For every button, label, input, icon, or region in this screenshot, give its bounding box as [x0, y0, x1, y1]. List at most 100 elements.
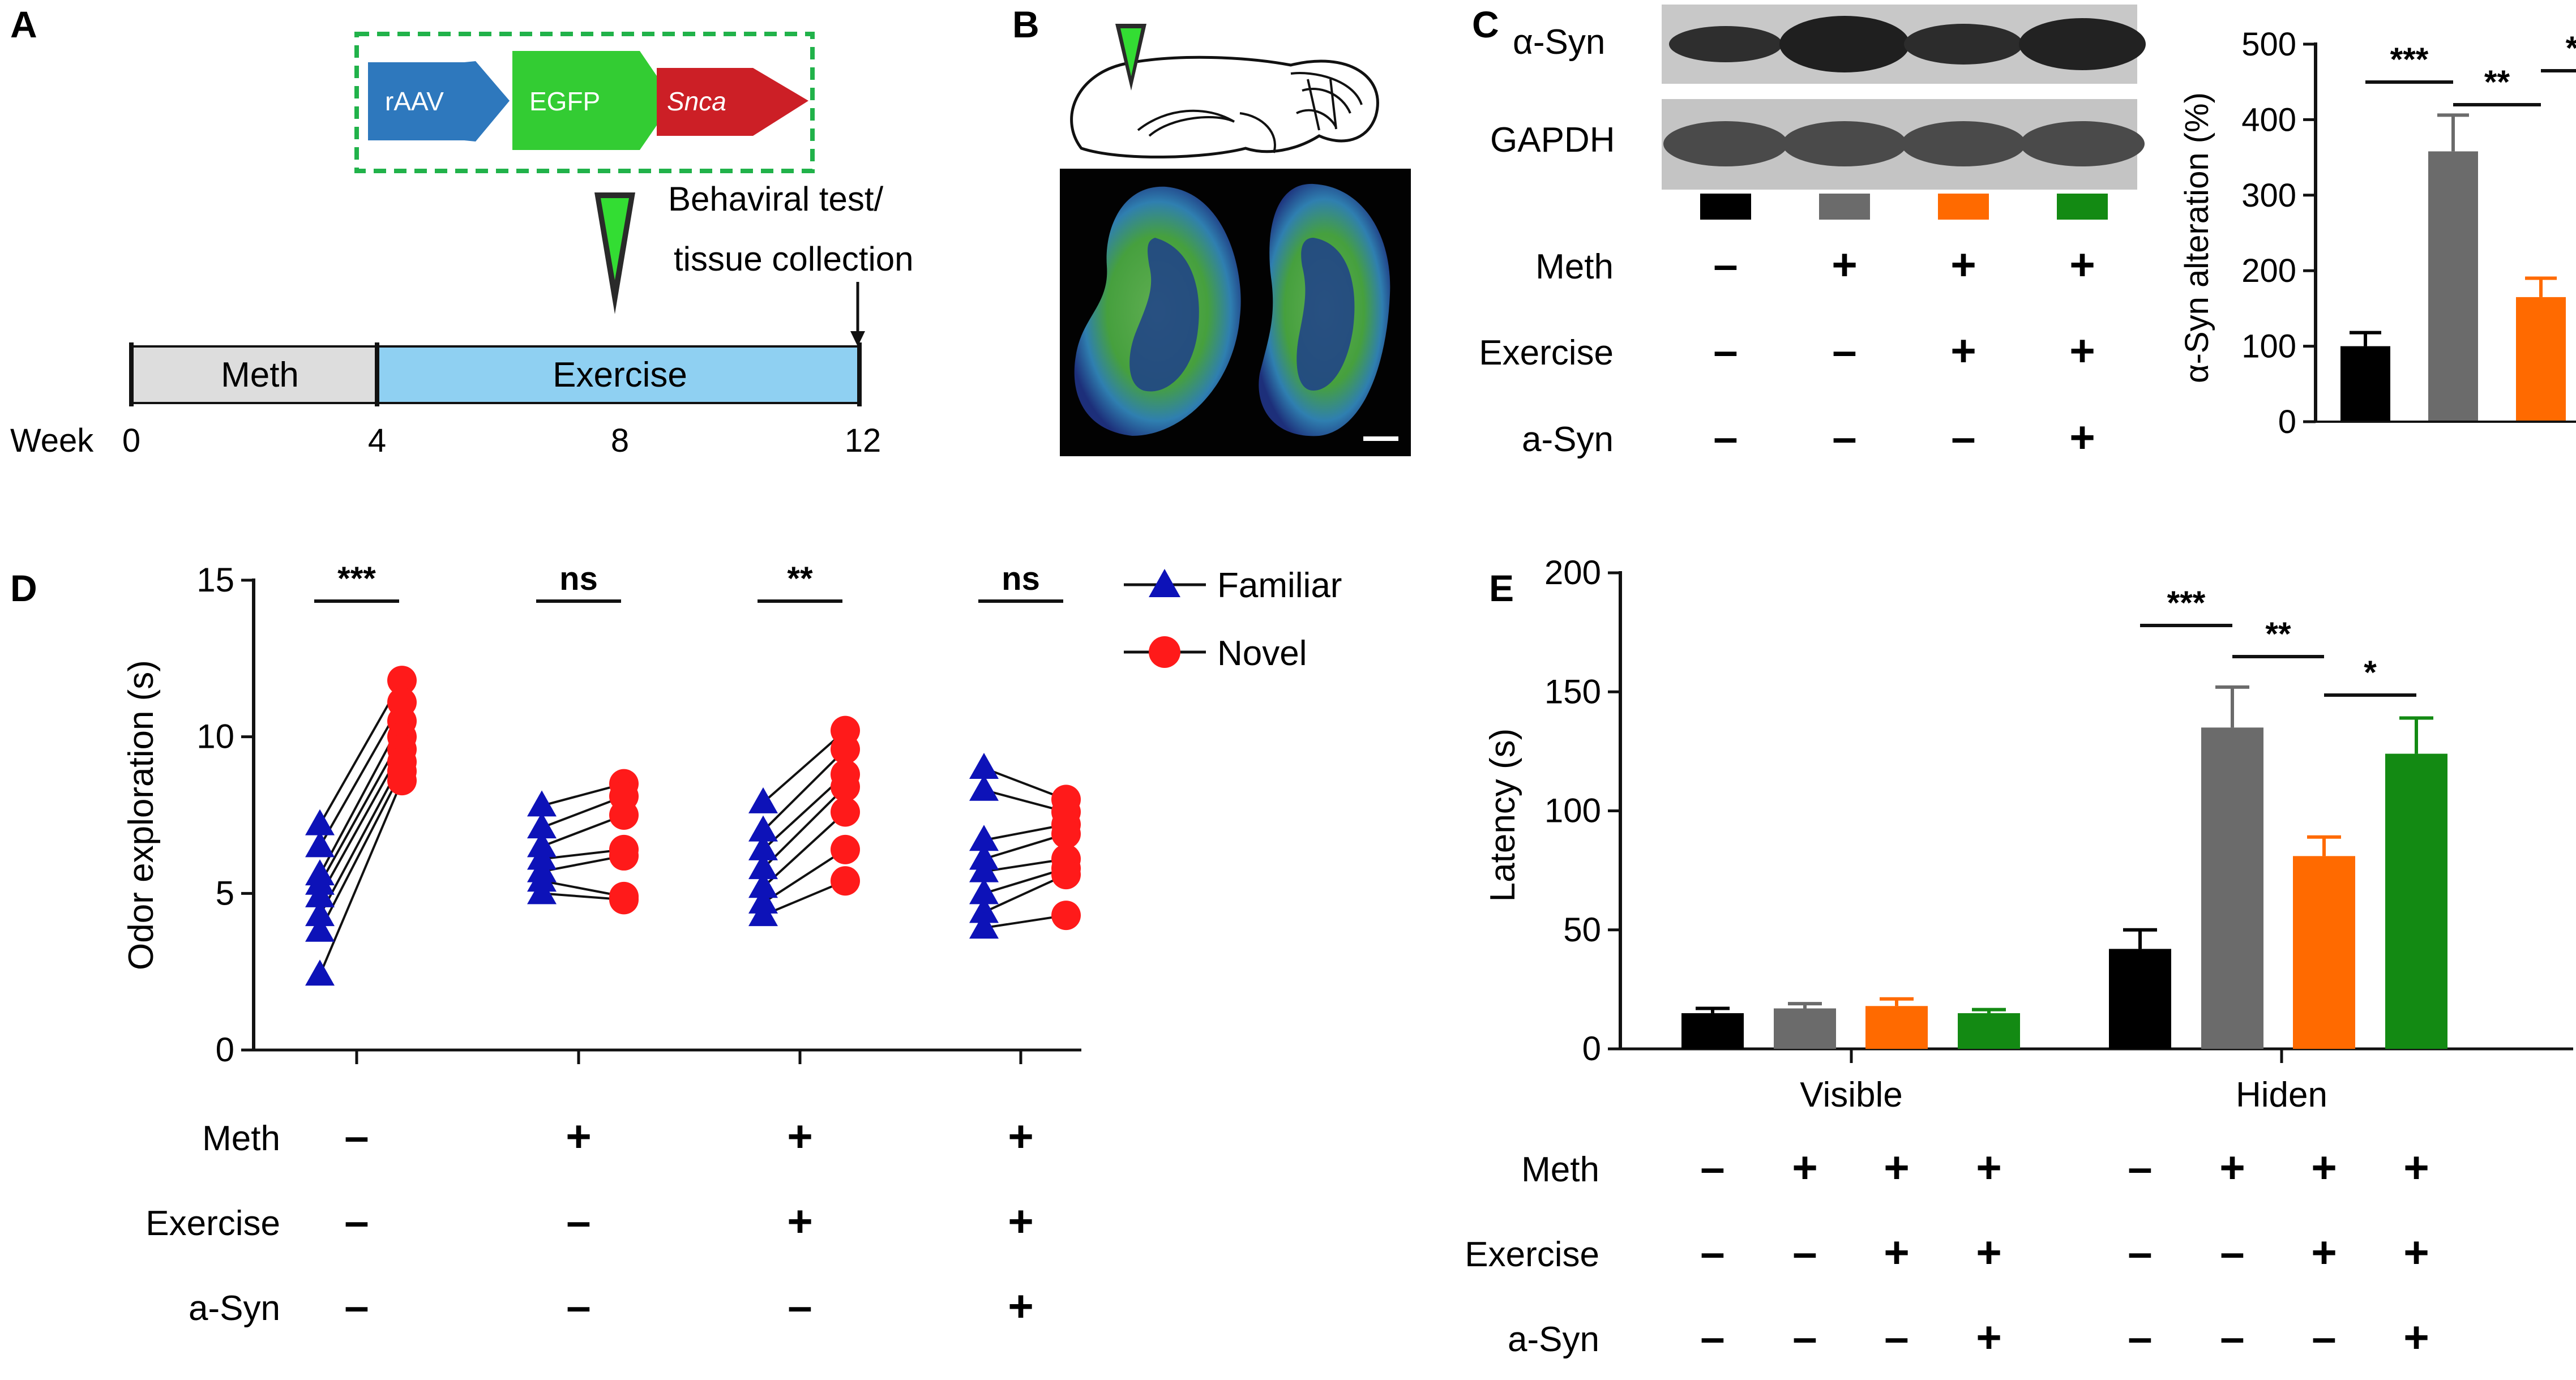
blot-band: [2019, 18, 2146, 70]
condition-table-c: Meth–+++Exercise––++a-Syn–––+: [1479, 239, 2095, 462]
familiar-point: [305, 831, 335, 858]
y-tick-label: 300: [2241, 177, 2296, 214]
y-tick-label: 10: [196, 718, 234, 756]
condition-sign: –: [1700, 1142, 1725, 1192]
bar: [1865, 1006, 1928, 1049]
novel-point: [831, 772, 860, 802]
y-tick-label: 5: [216, 874, 234, 912]
condition-sign: +: [2403, 1312, 2429, 1362]
legend-d: Familiar Novel: [1124, 566, 1342, 673]
condition-sign: +: [1950, 239, 1976, 289]
significance-label: ***: [2566, 30, 2576, 67]
condition-sign: –: [2220, 1312, 2244, 1362]
y-tick-label: 500: [2241, 26, 2296, 63]
legend-familiar: Familiar: [1217, 566, 1342, 605]
construct-label-raav: rAAV: [385, 87, 444, 116]
condition-label: Exercise: [146, 1204, 280, 1243]
familiar-point: [748, 900, 778, 927]
pair-line: [762, 848, 846, 904]
y-tick-label: 50: [1563, 911, 1601, 949]
familiar-point: [748, 872, 778, 898]
familiar-triangle-icon: [1149, 569, 1180, 597]
condition-label: Meth: [1521, 1150, 1599, 1189]
pair-line: [319, 770, 403, 932]
familiar-point: [305, 915, 335, 942]
pair-line: [762, 811, 846, 888]
timeline-label-exercise: Exercise: [553, 355, 687, 395]
condition-sign: +: [1950, 325, 1976, 375]
bar: [2293, 856, 2355, 1049]
panel-letter-e: E: [1489, 567, 1514, 609]
y-axis-label: Latency (s): [1483, 728, 1522, 902]
condition-sign: –: [2128, 1312, 2152, 1362]
bar: [1681, 1013, 1744, 1049]
condition-sign: +: [2311, 1227, 2337, 1277]
y-axis-label: Odor exploration (s): [122, 660, 161, 970]
lane-swatch: [1700, 194, 1751, 220]
condition-sign: +: [2069, 239, 2095, 289]
category-label: Hiden: [2236, 1075, 2327, 1115]
construct-label-snca: Snca: [667, 87, 726, 116]
pair-line: [319, 761, 403, 916]
condition-label: Meth: [1535, 247, 1614, 286]
novel-point: [831, 797, 860, 827]
familiar-point: [748, 853, 778, 880]
brain-sagittal-icon: [1070, 55, 1379, 158]
novel-point: [609, 841, 639, 871]
condition-sign: –: [344, 1111, 369, 1161]
blot-band: [1663, 121, 1788, 166]
significance-label: **: [2265, 616, 2291, 653]
timeline-meth: [130, 345, 378, 404]
familiar-point: [305, 809, 335, 835]
construct-arrow-raav: [368, 61, 510, 142]
familiar-point: [748, 815, 778, 842]
condition-sign: –: [344, 1281, 369, 1331]
pair-line: [762, 748, 846, 832]
condition-label: Exercise: [1479, 333, 1614, 372]
familiar-point: [969, 753, 999, 779]
condition-sign: –: [566, 1281, 590, 1331]
lane-swatch: [2057, 194, 2108, 220]
pair-line: [983, 873, 1067, 914]
condition-sign: +: [1976, 1312, 2002, 1362]
blot-label-gapdh: GAPDH: [1490, 121, 1615, 160]
significance-label: *: [2364, 654, 2377, 691]
condition-sign: +: [2403, 1142, 2429, 1192]
novel-point: [387, 766, 417, 796]
legend-novel: Novel: [1217, 634, 1307, 673]
bar: [2385, 753, 2447, 1049]
y-axis-label: α-Syn alteration (%): [2179, 92, 2215, 383]
condition-label: Meth: [202, 1119, 280, 1158]
condition-sign: +: [787, 1111, 813, 1161]
significance-label: ns: [559, 560, 598, 597]
pair-line: [763, 880, 846, 916]
timeline-label-meth: Meth: [221, 355, 299, 395]
familiar-point: [527, 812, 557, 839]
bar: [2109, 949, 2171, 1049]
test-label-line2: tissue collection: [674, 240, 914, 278]
lane-color-swatches: [1700, 194, 2108, 220]
familiar-point: [748, 787, 778, 813]
construct-arrow-egfp: [512, 51, 674, 150]
bar: [2516, 297, 2566, 422]
novel-point: [609, 800, 639, 830]
familiar-point: [305, 881, 335, 907]
panel-letter-d: D: [10, 567, 37, 609]
condition-label: a-Syn: [1508, 1320, 1599, 1359]
test-label-line1: Behaviral test/: [668, 180, 884, 218]
familiar-point: [969, 825, 999, 851]
construct-arrow-snca: [657, 68, 808, 136]
panel-letter-a: A: [10, 3, 37, 45]
condition-sign: +: [787, 1196, 813, 1246]
category-label: Visible: [1800, 1075, 1903, 1115]
condition-sign: –: [1832, 325, 1856, 375]
condition-sign: –: [1700, 1312, 1725, 1362]
bar: [1774, 1008, 1836, 1049]
condition-sign: +: [2403, 1227, 2429, 1277]
familiar-point: [305, 900, 335, 927]
y-tick-label: 150: [1544, 672, 1601, 710]
panel-b: [1060, 24, 1411, 456]
